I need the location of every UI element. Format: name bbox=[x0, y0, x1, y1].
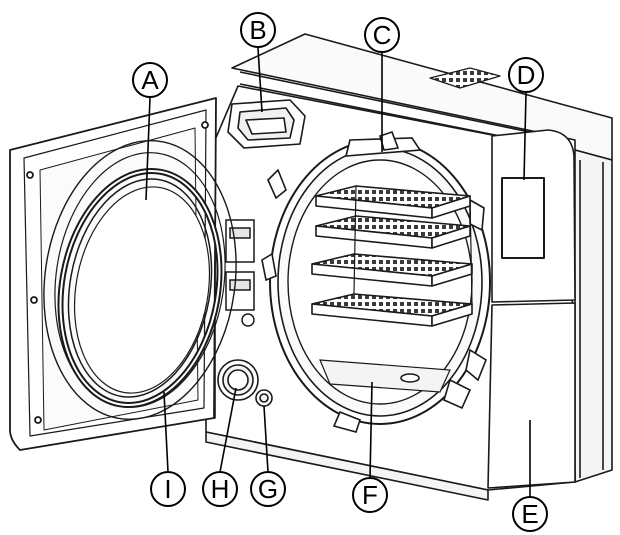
tray-3 bbox=[311, 253, 473, 287]
callout-label-F: F bbox=[362, 480, 378, 510]
callout-F: F bbox=[352, 477, 388, 513]
callout-E: E bbox=[512, 496, 548, 532]
callout-label-H: H bbox=[211, 474, 230, 504]
tray-rack bbox=[311, 185, 473, 327]
callout-D: D bbox=[508, 57, 544, 93]
callout-A: A bbox=[132, 62, 168, 98]
front-ports bbox=[217, 359, 273, 407]
callout-B: B bbox=[240, 12, 276, 48]
display-screen bbox=[501, 177, 545, 259]
callout-label-D: D bbox=[517, 60, 536, 90]
callout-label-B: B bbox=[249, 15, 266, 45]
door-gasket bbox=[57, 168, 223, 408]
callout-C: C bbox=[364, 17, 400, 53]
callout-I: I bbox=[150, 471, 186, 507]
tray-2 bbox=[315, 215, 471, 249]
callout-label-I: I bbox=[164, 474, 171, 504]
callout-label-C: C bbox=[373, 20, 392, 50]
callout-H: H bbox=[202, 471, 238, 507]
door-hinge bbox=[225, 219, 255, 327]
vent-grille bbox=[429, 67, 501, 89]
lower-module bbox=[487, 302, 576, 489]
callout-label-G: G bbox=[258, 474, 278, 504]
callout-label-E: E bbox=[521, 499, 538, 529]
door-face bbox=[73, 186, 211, 394]
callout-label-A: A bbox=[141, 65, 159, 95]
callout-G: G bbox=[250, 471, 286, 507]
leader-lines bbox=[145, 47, 531, 497]
water-tank-filler bbox=[227, 99, 306, 149]
